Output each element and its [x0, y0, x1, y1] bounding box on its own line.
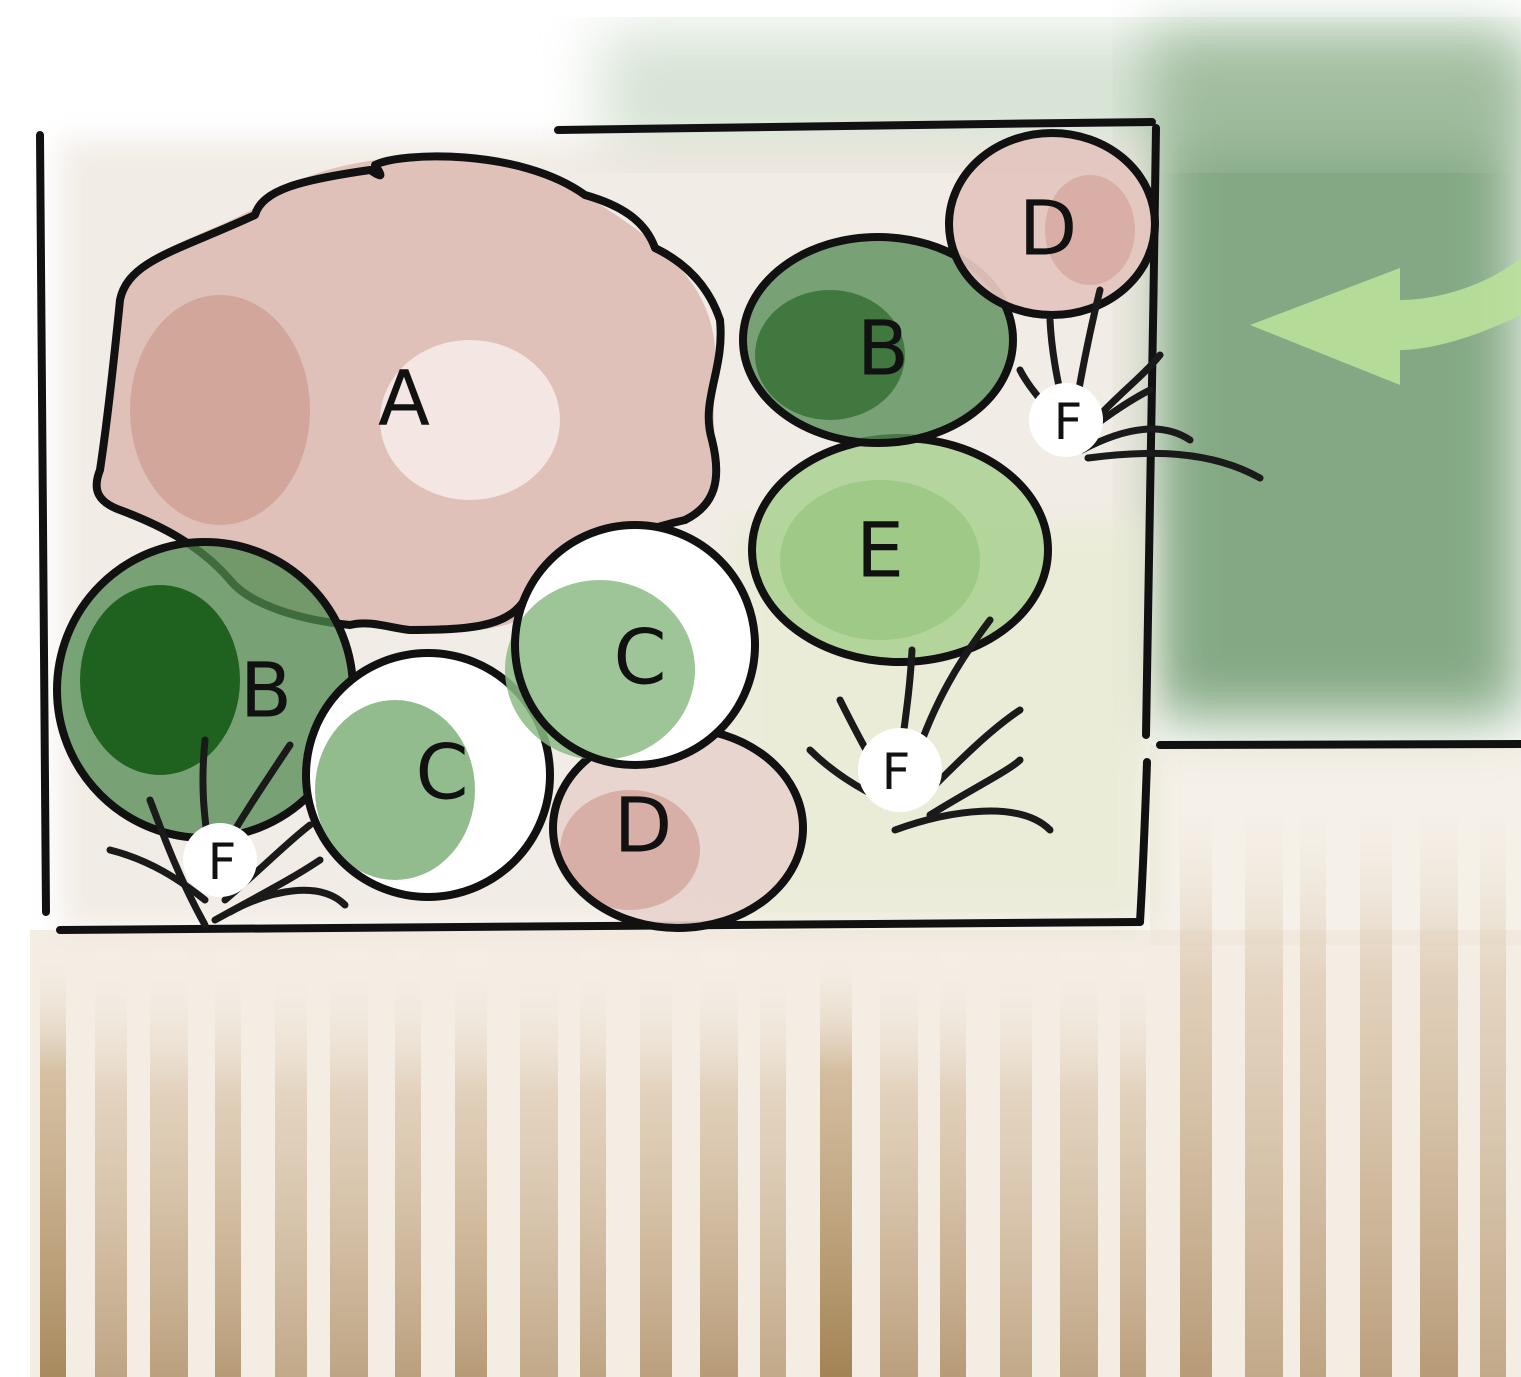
plant-a-label: A: [378, 354, 430, 443]
deck-plank: [1480, 760, 1506, 1377]
deck-plank: [1300, 760, 1326, 1377]
plant-c-left: [302, 649, 554, 901]
deck-plank: [275, 940, 307, 1377]
plant-f-left-label: F: [208, 833, 237, 891]
deck-plank: [760, 940, 786, 1377]
deck-plank: [150, 940, 188, 1377]
deck-plank: [820, 940, 852, 1377]
plant-e: [748, 434, 1052, 666]
plant-d-top-label: D: [1019, 184, 1078, 273]
lawn-area: [600, 30, 1521, 720]
plant-f-left: [183, 823, 257, 897]
plant-d-bottom-label: D: [614, 781, 673, 870]
plant-d-top: [945, 129, 1159, 319]
plant-e-label: E: [856, 506, 904, 595]
deck-plank: [580, 940, 606, 1377]
plant-c-left-label: C: [415, 728, 468, 817]
plant-labels: A B B C C D D E F F F: [208, 184, 1083, 892]
deck-plank: [395, 940, 421, 1377]
plant-b-left-label: B: [240, 646, 292, 735]
plant-f-right-label: F: [1054, 393, 1083, 451]
deck-plank: [940, 940, 966, 1377]
deck-plank: [215, 940, 241, 1377]
deck-plank: [520, 940, 558, 1377]
plant-f-right: [1029, 383, 1103, 457]
deck-plank: [1245, 760, 1283, 1377]
plant-a: [92, 152, 725, 634]
deck-plank: [1420, 760, 1458, 1377]
deck-plank: [1000, 940, 1032, 1377]
deck-plank: [330, 940, 368, 1377]
wooden-deck: [30, 745, 1521, 1377]
plant-f-center-label: F: [882, 743, 911, 801]
deck-plank: [455, 940, 487, 1377]
deck-plank: [1360, 760, 1392, 1377]
plant-c-center: [505, 521, 759, 769]
deck-plank: [640, 940, 672, 1377]
deck-plank: [1060, 940, 1098, 1377]
deck-plank: [700, 940, 738, 1377]
deck-plank: [40, 940, 66, 1377]
deck-plank: [1180, 760, 1212, 1377]
deck-plank: [95, 940, 127, 1377]
deck-plank: [1120, 940, 1146, 1377]
curved-arrow-icon: [1250, 258, 1521, 385]
plant-b-right: [739, 233, 1017, 447]
plant-b-right-label: B: [857, 304, 909, 393]
plant-c-center-label: C: [613, 613, 666, 702]
plant-f-center: [858, 728, 942, 812]
deck-plank: [880, 940, 918, 1377]
